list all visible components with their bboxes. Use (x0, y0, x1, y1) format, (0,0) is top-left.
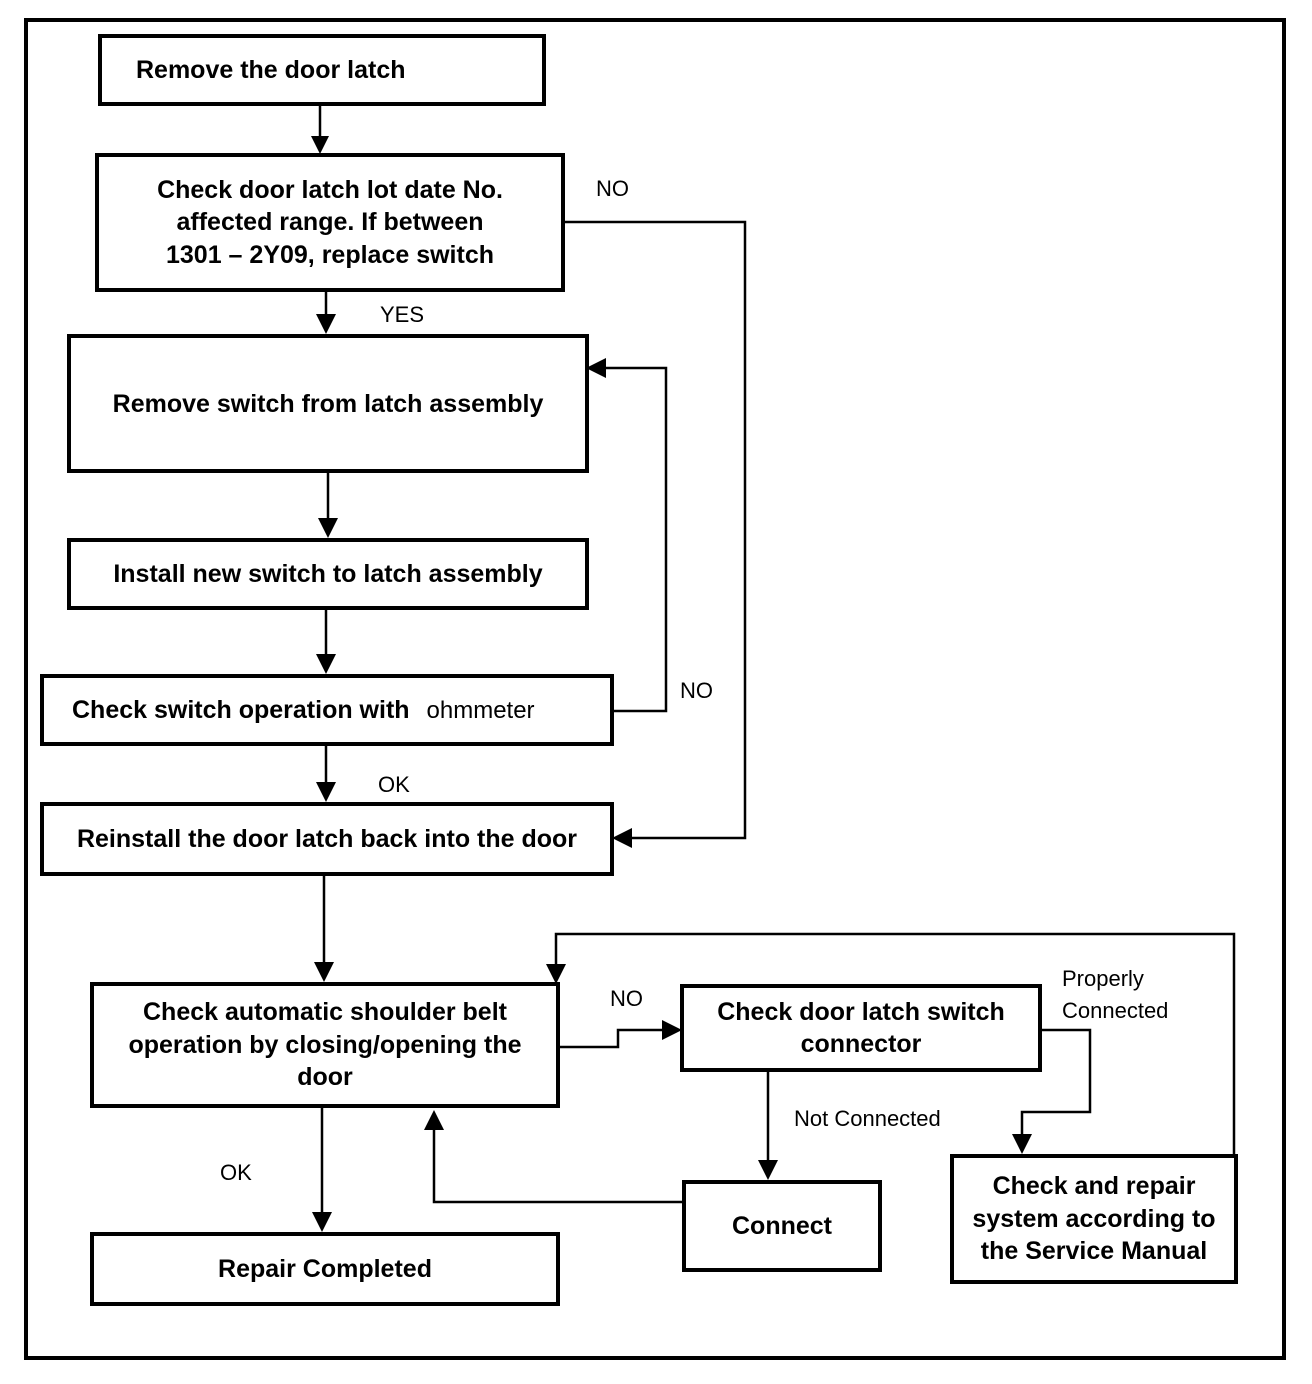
arrowhead-check-repair (1012, 1134, 1032, 1154)
decision-check-lot-date: Check door latch lot date No. affected r… (95, 153, 565, 292)
step-repair-completed: Repair Completed (90, 1232, 560, 1306)
label-belt-no: NO (610, 986, 643, 1011)
edge-lot-no (563, 220, 747, 840)
arrowhead-reinstall (316, 782, 336, 802)
diagram-frame (24, 18, 1286, 1360)
edge-repair-loop (554, 932, 1236, 1156)
decision-check-shoulder-belt: Check automatic shoulder belt operation … (90, 982, 560, 1108)
check-lot-line1: Check door latch lot date No. (157, 175, 503, 204)
arrowhead-connector (662, 1020, 682, 1040)
label-ohm-no: NO (680, 678, 713, 703)
arrowhead-remove-switch (316, 314, 336, 334)
step-connect: Connect (682, 1180, 882, 1272)
lot-range: 1301 – 2Y09 (166, 240, 308, 269)
step-install-new-switch: Install new switch to latch assembly (67, 538, 589, 610)
decision-check-switch-ohmmeter: Check switch operation with ohmmeter (40, 674, 614, 746)
step-reinstall-door-latch: Reinstall the door latch back into the d… (40, 802, 614, 876)
step-check-and-repair: Check and repair system according to the… (950, 1154, 1238, 1284)
arrowhead-connect (758, 1160, 778, 1180)
arrowhead-belt-from-connect (424, 1110, 444, 1130)
arrowhead-install (318, 518, 338, 538)
check-switch-label: Check switch operation with (72, 695, 410, 724)
arrowhead-check-ohm (316, 654, 336, 674)
check-lot-line3: 1301 – 2Y09, replace switch (166, 240, 494, 269)
edge-connect-to-belt (432, 1128, 682, 1204)
label-belt-ok: OK (220, 1160, 252, 1185)
decision-check-latch-connector: Check door latch switch connector (680, 984, 1042, 1072)
ohmmeter-label: ohmmeter (426, 696, 535, 724)
edge-belt-no (558, 1028, 664, 1049)
arrowhead-remove-switch-from-no (586, 358, 606, 378)
edge-ohm-no (606, 366, 668, 713)
label-not-connected: Not Connected (794, 1106, 941, 1131)
label-properly-connected-1: Properly (1062, 966, 1144, 991)
step-remove-switch: Remove switch from latch assembly (67, 334, 589, 473)
arrowhead-reinstall-from-no (612, 828, 632, 848)
label-properly-connected-2: Connected (1062, 998, 1169, 1023)
arrowhead-repair-completed (312, 1212, 332, 1232)
arrowhead-check-lot (311, 136, 329, 154)
arrowhead-belt (314, 962, 334, 982)
label-lot-yes: YES (380, 302, 425, 327)
label-ohm-ok: OK (378, 772, 410, 797)
arrowhead-belt-loop (546, 964, 566, 984)
label-lot-no: NO (596, 176, 629, 201)
check-lot-line2: affected range. If between (176, 208, 484, 237)
step-remove-door-latch: Remove the door latch (98, 34, 546, 106)
edge-properly-connected (1020, 1028, 1092, 1136)
